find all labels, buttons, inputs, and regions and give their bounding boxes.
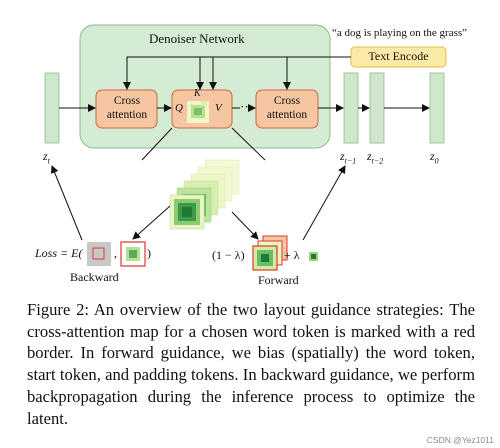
prompt-text: “a dog is playing on the grass” bbox=[332, 27, 468, 39]
text-encode-label: Text Encode bbox=[368, 49, 429, 63]
arrow-stack-to-backward bbox=[132, 205, 171, 240]
q-label: Q bbox=[175, 102, 183, 114]
k-label: K bbox=[194, 88, 201, 99]
latent-zt2-letter: z bbox=[367, 149, 372, 163]
latent-z0-bar bbox=[429, 72, 445, 144]
cross-attention-box-left bbox=[95, 89, 158, 129]
arrow-stack-to-forward bbox=[231, 211, 259, 240]
loss-gray-map bbox=[87, 242, 111, 266]
latent-z0-label: z0 bbox=[430, 149, 439, 165]
figure-caption-text: An overview of the two layout guidance s… bbox=[27, 300, 475, 428]
fan-line-left bbox=[141, 127, 173, 161]
latent-zt1-subscript: t−1 bbox=[344, 156, 357, 166]
loss-formula-label: Loss = E( bbox=[35, 246, 83, 260]
figure-diagram bbox=[44, 24, 447, 271]
backward-label: Backward bbox=[70, 270, 119, 284]
cross-attention-right-label: Cross attention bbox=[266, 95, 308, 121]
loss-attention-map bbox=[120, 241, 146, 267]
attention-map-thumbnail bbox=[187, 101, 209, 123]
forward-bias-map bbox=[305, 249, 321, 265]
v-label: V bbox=[215, 102, 222, 114]
arrow-backward-to-zt bbox=[50, 165, 83, 241]
text-condition-line bbox=[123, 56, 351, 90]
latent-zt2-bar bbox=[369, 72, 385, 144]
figure: Denoiser Network “a dog is playing on th… bbox=[35, 24, 468, 287]
attention-map-stack bbox=[169, 159, 240, 230]
latent-zt-bar bbox=[44, 72, 60, 144]
arrow-forward-to-zt1 bbox=[302, 165, 346, 241]
latent-zt-label: zt bbox=[43, 149, 50, 165]
latent-zt1-bar bbox=[343, 72, 359, 144]
forward-plus-label: + λ bbox=[284, 248, 300, 262]
watermark: CSDN @Yez1011 bbox=[426, 435, 494, 445]
latent-zt1-label: zt−1 bbox=[340, 149, 356, 165]
figure-caption-label: Figure 2: bbox=[27, 300, 89, 319]
latent-z0-letter: z bbox=[430, 149, 435, 163]
figure-caption: Figure 2: An overview of the two layout … bbox=[27, 299, 475, 429]
latent-zt2-subscript: t−2 bbox=[371, 156, 384, 166]
latent-zt2-label: zt−2 bbox=[367, 149, 383, 165]
forward-label: Forward bbox=[258, 273, 299, 287]
latent-z0-subscript: 0 bbox=[434, 156, 439, 166]
cross-attention-left-label: Cross attention bbox=[106, 95, 148, 121]
latent-zt1-letter: z bbox=[340, 149, 345, 163]
ellipsis-label: ··· bbox=[240, 99, 253, 114]
latent-zt-subscript: t bbox=[47, 156, 50, 166]
loss-comma: , bbox=[114, 246, 117, 260]
cross-attention-box-right bbox=[255, 89, 319, 129]
forward-prefix-label: (1 − λ) bbox=[212, 248, 245, 262]
denoiser-network-title: Denoiser Network bbox=[149, 31, 245, 46]
forward-map-stack bbox=[252, 235, 288, 271]
latent-zt-letter: z bbox=[43, 149, 48, 163]
fan-line-right bbox=[231, 127, 266, 161]
loss-close-paren: ) bbox=[147, 246, 151, 260]
